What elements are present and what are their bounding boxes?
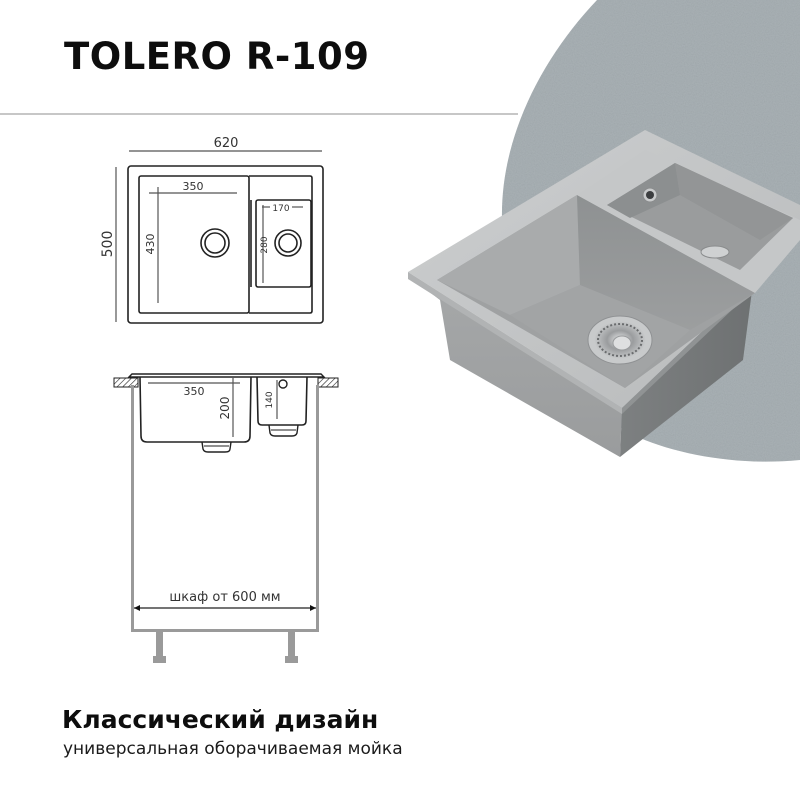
top-view-drawing (115, 150, 324, 324)
overflow-icon (278, 379, 288, 389)
cabinet-label: шкаф от 600 мм (169, 590, 280, 605)
arrow-right-icon (310, 605, 316, 611)
side-view-drawing (113, 373, 339, 663)
small-bowl-width-label: 170 (272, 204, 289, 214)
cabinet-leg-left (156, 632, 163, 657)
small-bowl-outline (255, 199, 312, 288)
big-drain-icon (200, 228, 230, 258)
top-view-labels: 620 500 350 430 170 280 (100, 136, 290, 257)
cabinet-bottom (131, 629, 319, 632)
side-big-width-label: 350 (184, 385, 205, 398)
sink-body-front (408, 276, 622, 457)
side-view-labels: 350 200 140 шкаф от 600 мм (169, 385, 280, 605)
platform-outline (249, 175, 313, 314)
big-bowl-outline (138, 175, 250, 314)
sink-rim (127, 373, 326, 378)
small-drain-icon (274, 229, 302, 257)
small-drain-icon (700, 245, 730, 259)
technical-drawing: 620 500 350 430 170 280 (100, 136, 339, 663)
cabinet-leg-right (288, 632, 295, 657)
small-bowl-side (256, 376, 308, 426)
product-title: TOLERO R-109 (64, 35, 370, 78)
side-big-depth-label: 200 (218, 397, 232, 420)
sink-body-side (620, 283, 753, 457)
strainer-drain-icon (587, 315, 653, 365)
cabinet-right-side (316, 385, 319, 632)
cabinet-left-side (131, 385, 134, 632)
feature-subline: универсальная оборачиваемая мойка (63, 739, 403, 759)
big-bowl-length-label: 430 (144, 234, 157, 255)
feature-headline: Классический дизайн (62, 705, 379, 734)
arrow-left-icon (134, 605, 140, 611)
side-small-depth-label: 140 (265, 391, 275, 408)
big-bowl-side (139, 376, 252, 443)
big-drain-side (201, 441, 232, 453)
countertop-right (317, 377, 339, 388)
big-bowl-width-label: 350 (183, 180, 204, 193)
height-label: 500 (100, 231, 116, 258)
small-bowl-length-label: 280 (260, 236, 270, 253)
small-drain-side (268, 424, 299, 437)
width-label: 620 (214, 136, 239, 151)
countertop-left (113, 377, 139, 388)
outer-outline (127, 165, 324, 324)
